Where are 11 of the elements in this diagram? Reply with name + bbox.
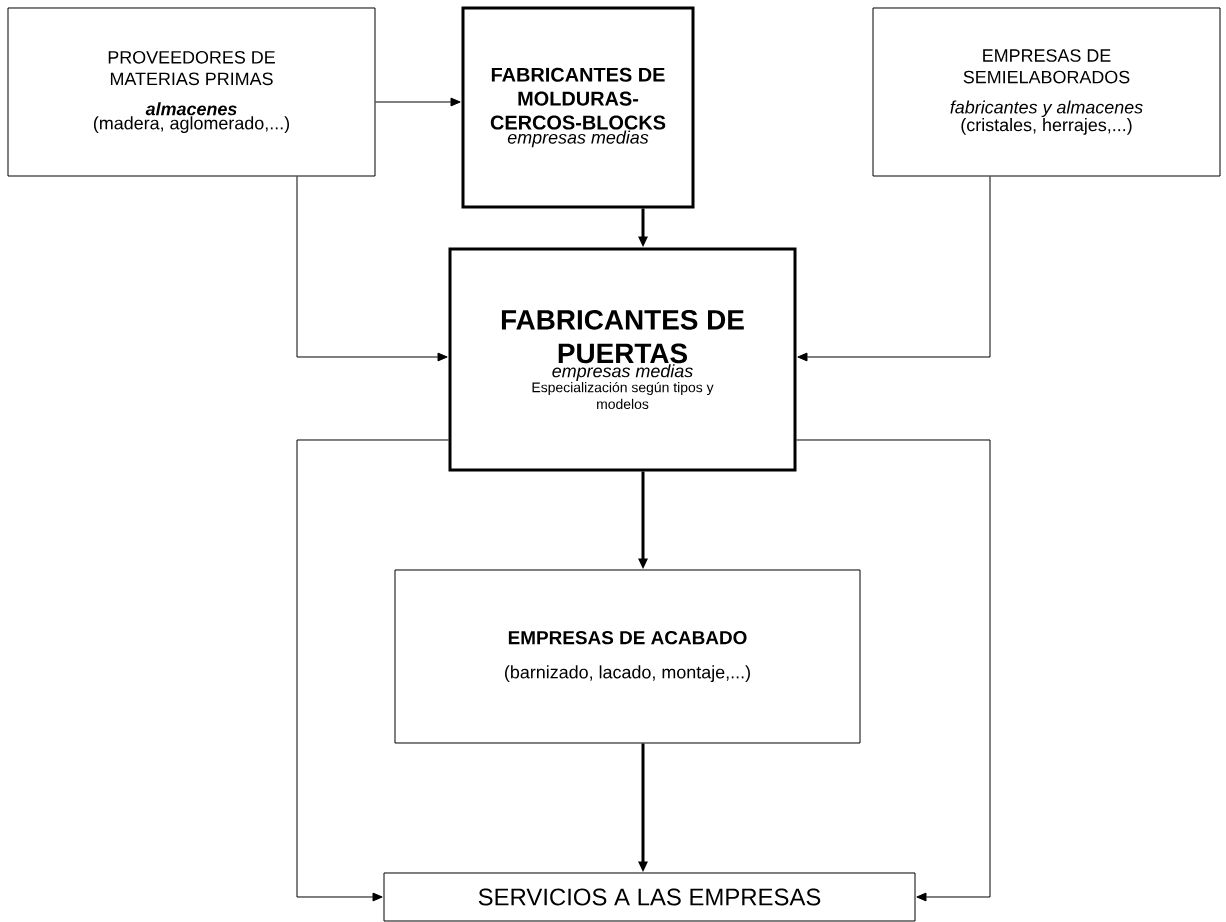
services-box: SERVICIOS A LAS EMPRESAS: [383, 872, 916, 922]
arrow: [296, 176, 448, 362]
arrow: [296, 439, 449, 902]
supplier-box: EMPRESAS DE SEMIELABORADOS fabricantes y almacenes (cristales, herrajes,...): [872, 7, 1221, 177]
process-box: EMPRESAS DE ACABADO (barnizado, lacado, montaje,...): [394, 569, 861, 744]
manufacturer-box: FABRICANTES DE MOLDURAS-CERCOS-BLOCKS empresas medias: [461, 6, 695, 209]
manufacturer-box: FABRICANTES DE PUERTAS empresas medias Especialización según tipos y modelos: [448, 247, 797, 472]
arrow: [797, 176, 991, 362]
arrow: [375, 97, 461, 107]
arrow: [796, 439, 991, 902]
supplier-box: PROVEEDORES DE MATERIAS PRIMAS almacenes (madera, aglomerado,...): [7, 7, 376, 177]
